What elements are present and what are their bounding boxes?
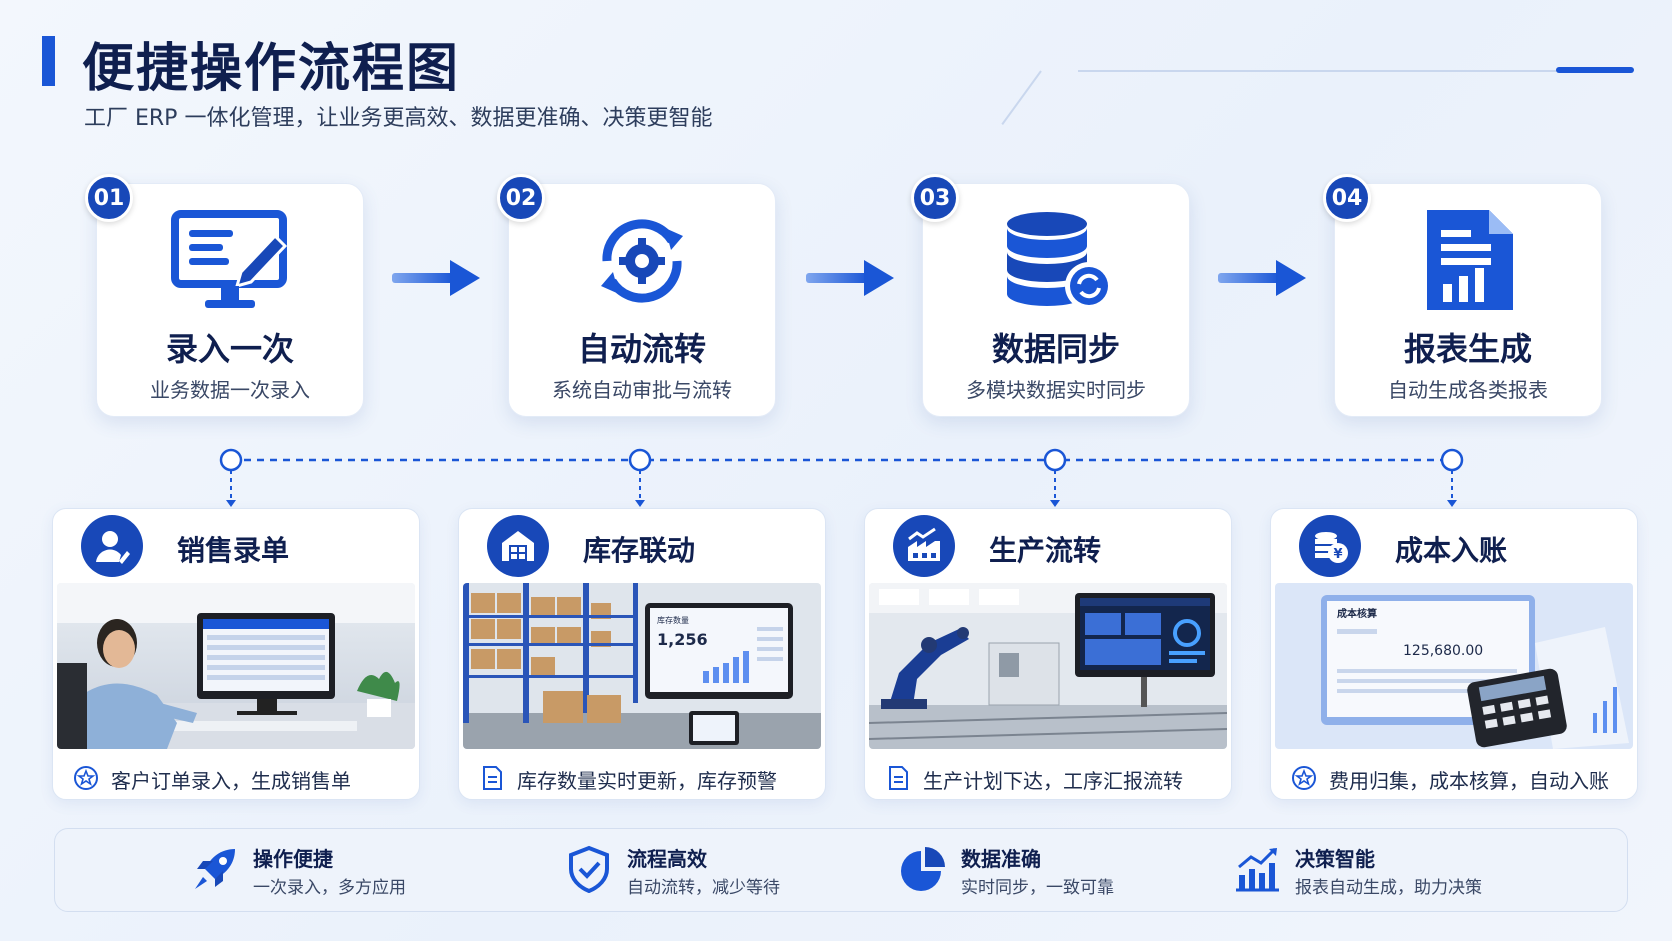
flow-arrow-icon — [392, 260, 480, 296]
header-divider — [1078, 70, 1633, 72]
step-description: 自动生成各类报表 — [1388, 378, 1548, 402]
module-card-cost: ¥ 成本入账 成本核算 125,680.00 费用归集，成本核算，自动入账 — [1270, 508, 1638, 800]
step-title: 数据同步 — [991, 330, 1120, 368]
benefit-description: 一次录入，多方应用 — [253, 878, 406, 898]
document-icon — [483, 766, 502, 790]
report-document-icon — [1427, 210, 1513, 310]
step-title: 报表生成 — [1403, 330, 1532, 368]
page-title: 便捷操作流程图 — [82, 39, 461, 99]
monitor-edit-icon — [171, 210, 288, 308]
database-sync-icon — [1007, 212, 1113, 310]
inventory-screen-label: 库存数量 — [657, 615, 689, 625]
header-divider-slant — [1001, 70, 1042, 125]
step-card-report: 04 报表生成 自动生成各类报表 — [1323, 174, 1602, 417]
module-connector-line — [219, 448, 1464, 507]
step-description: 多模块数据实时同步 — [966, 378, 1146, 402]
document-icon — [889, 766, 908, 790]
module-title: 生产流转 — [989, 534, 1102, 567]
flow-arrow-icon — [1218, 260, 1306, 296]
module-title: 成本入账 — [1395, 534, 1508, 567]
step-title: 自动流转 — [577, 330, 706, 368]
gear-cycle-icon — [601, 219, 683, 303]
module-description: 生产计划下达，工序汇报流转 — [923, 769, 1183, 793]
user-edit-icon — [81, 515, 143, 577]
step-title: 录入一次 — [165, 330, 294, 368]
benefit-title: 数据准确 — [961, 847, 1041, 871]
step-number-badge: 04 — [1323, 174, 1371, 222]
module-description: 库存数量实时更新，库存预警 — [517, 769, 777, 793]
module-description: 费用归集，成本核算，自动入账 — [1329, 769, 1609, 793]
office-worker-photo — [57, 583, 415, 749]
warehouse-photo: 库存数量 1,256 — [463, 583, 821, 749]
pie-chart-icon — [901, 847, 945, 891]
factory-production-photo — [869, 583, 1227, 749]
cost-screen-label: 成本核算 — [1337, 607, 1377, 620]
module-title: 库存联动 — [583, 534, 696, 567]
step-number-badge: 02 — [497, 174, 545, 222]
inventory-screen-value: 1,256 — [657, 630, 708, 649]
step-card-data-sync: 03 数据同步 多模块数据实时同步 — [911, 174, 1190, 417]
factory-icon — [893, 515, 955, 577]
shield-check-icon — [569, 845, 609, 893]
star-badge-icon — [74, 766, 98, 790]
star-badge-icon — [1292, 766, 1316, 790]
module-card-sales: 销售录单 客户订单录入，生成销售单 — [52, 508, 420, 800]
title-accent-bar — [42, 36, 55, 86]
page-subtitle: 工厂 ERP 一体化管理，让业务更高效、数据更准确、决策更智能 — [84, 106, 713, 131]
benefit-title: 操作便捷 — [253, 847, 333, 871]
benefits-bar: 操作便捷 一次录入，多方应用 流程高效 自动流转，减少等待 数据准确 实时同步，… — [54, 828, 1628, 912]
rocket-icon — [195, 849, 235, 889]
cost-screen-value: 125,680.00 — [1403, 643, 1483, 659]
coins-yen-icon: ¥ — [1299, 515, 1361, 577]
module-title: 销售录单 — [177, 534, 290, 567]
step-description: 业务数据一次录入 — [150, 378, 310, 402]
step-description: 系统自动审批与流转 — [552, 378, 732, 402]
module-card-inventory: 库存联动 库存数量 1,256 库存数量实时更新，库存预警 — [458, 508, 826, 800]
step-card-auto-flow: 02 自动流转 系统自动审批与流转 — [497, 174, 776, 417]
benefit-title: 流程高效 — [627, 847, 707, 871]
warehouse-icon — [487, 515, 549, 577]
bar-trend-icon — [1236, 847, 1279, 892]
module-description: 客户订单录入，生成销售单 — [111, 769, 351, 793]
step-number-badge: 03 — [911, 174, 959, 222]
step-number-badge: 01 — [85, 174, 133, 222]
flow-arrow-icon — [806, 260, 894, 296]
benefit-title: 决策智能 — [1295, 847, 1375, 871]
step-card-entry: 01 录入一次 业务数据一次录入 — [85, 174, 364, 417]
benefit-description: 报表自动生成，助力决策 — [1295, 878, 1482, 898]
benefit-description: 自动流转，减少等待 — [627, 878, 780, 898]
svg-text:¥: ¥ — [1333, 547, 1342, 562]
cost-accounting-photo: 成本核算 125,680.00 — [1275, 583, 1633, 749]
benefit-description: 实时同步，一致可靠 — [961, 878, 1114, 898]
header-accent-dash — [1556, 67, 1634, 73]
module-card-production: 生产流转 生产计划下达，工序汇报流转 — [864, 508, 1232, 800]
